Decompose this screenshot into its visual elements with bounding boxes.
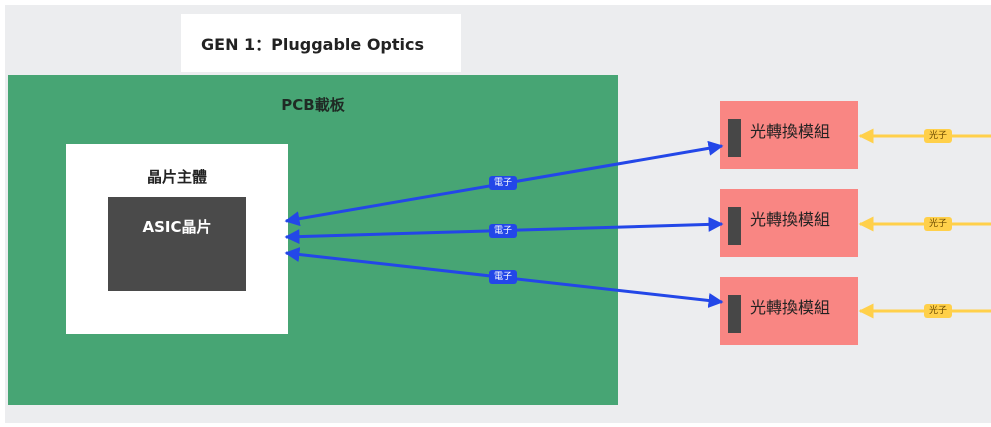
diagram-title: GEN 1：Pluggable Optics	[181, 14, 461, 72]
photon-tag-1: 光子	[924, 129, 953, 143]
module-port	[728, 295, 741, 333]
module-label: 光轉換模組	[750, 122, 831, 141]
module-port	[728, 119, 741, 157]
electron-tag-2: 電子	[489, 224, 518, 238]
title-text: GEN 1：Pluggable Optics	[201, 35, 425, 54]
asic-label: ASIC晶片	[142, 218, 212, 236]
optical-module-1: 光轉換模組	[720, 101, 858, 169]
pcb-label: PCB載板	[281, 96, 345, 114]
module-label: 光轉換模組	[750, 298, 831, 317]
chip-host-label: 晶片主體	[146, 168, 207, 186]
optical-module-3: 光轉換模組	[720, 277, 858, 345]
electron-tag-1: 電子	[489, 176, 518, 190]
electron-tag-3: 電子	[489, 270, 518, 284]
photon-tag-3: 光子	[924, 304, 953, 318]
module-label: 光轉換模組	[750, 210, 831, 229]
photon-tag-2: 光子	[924, 217, 953, 231]
asic-chip	[108, 197, 246, 291]
optical-module-2: 光轉換模組	[720, 189, 858, 257]
module-port	[728, 207, 741, 245]
